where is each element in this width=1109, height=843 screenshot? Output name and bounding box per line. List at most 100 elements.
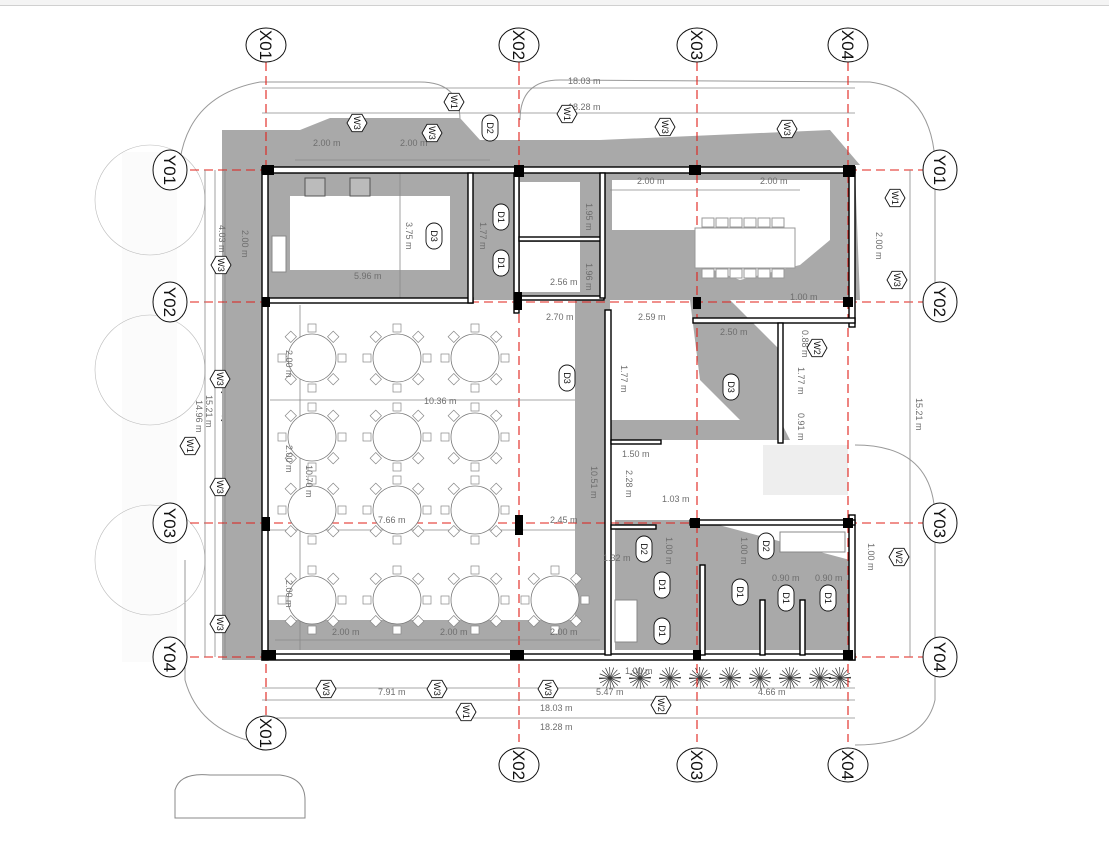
round-table	[440, 565, 510, 635]
kitchen-counter	[290, 196, 450, 270]
grid-bubble-x02-bottom: X02	[498, 747, 540, 783]
tag-label: D1	[657, 579, 667, 591]
dim-label: 1.96 m	[584, 263, 594, 291]
tag-w3: W3	[209, 477, 231, 497]
chair	[470, 323, 480, 333]
dim-label: 1.00 m	[625, 666, 653, 676]
dim-label: 1.00 m	[664, 537, 674, 565]
chair	[369, 572, 382, 585]
tag-d1: D1	[731, 578, 749, 606]
dim-label: 1.03 m	[662, 494, 690, 504]
chair	[422, 595, 432, 605]
chair	[447, 572, 460, 585]
svg-text:Y03: Y03	[930, 508, 949, 538]
tag-d2: D2	[481, 114, 499, 142]
chair	[327, 409, 340, 422]
chair	[743, 217, 757, 228]
tag-label: W1	[890, 191, 900, 205]
dim-label: 14.96 m	[194, 400, 204, 433]
wash-basins	[779, 531, 846, 553]
tag-label: W3	[216, 258, 226, 272]
chair	[490, 373, 503, 386]
tag-label: D2	[761, 540, 771, 552]
dim-label: 10.51 m	[589, 466, 599, 499]
round-table	[362, 475, 432, 545]
grid-bubble-y04-right: Y04	[922, 636, 958, 678]
svg-text:Y04: Y04	[160, 642, 179, 672]
svg-text:X04: X04	[838, 750, 857, 780]
tag-w3: W3	[210, 255, 232, 275]
kitchen-sink	[271, 235, 287, 273]
chair	[490, 615, 503, 628]
svg-text:X03: X03	[687, 30, 706, 60]
chair	[369, 452, 382, 465]
dim-label: 2.00 m	[284, 580, 294, 608]
wash-basins	[614, 599, 638, 643]
dim-label: 2.00 m	[400, 138, 428, 148]
chair	[440, 505, 450, 515]
chair	[362, 505, 372, 515]
boundary-curve	[854, 444, 936, 746]
tag-w3: W3	[537, 679, 559, 699]
dimension-labels: 18.03 m 18.28 m 18.03 m 18.28 m 2.00 m 2…	[194, 76, 924, 732]
chair	[392, 402, 402, 412]
stove-burner	[349, 177, 371, 197]
dim-label: 7.66 m	[378, 515, 406, 525]
chair	[570, 615, 583, 628]
chair	[284, 615, 297, 628]
tag-label: D1	[781, 592, 791, 604]
chair	[392, 475, 402, 485]
chair	[392, 462, 402, 472]
grid-bubble-x02-top: X02	[498, 27, 540, 63]
dim-label: 1.00 m	[790, 292, 818, 302]
svg-text:X02: X02	[509, 750, 528, 780]
tag-label: W3	[352, 116, 362, 130]
chair	[369, 330, 382, 343]
svg-text:X01: X01	[256, 718, 275, 748]
chair	[392, 625, 402, 635]
tag-label: D1	[823, 592, 833, 604]
tag-w1: W1	[443, 92, 465, 112]
chair	[701, 217, 715, 228]
wall-lobby	[777, 322, 784, 444]
svg-text:X04: X04	[838, 30, 857, 60]
tag-label: D1	[735, 586, 745, 598]
dim-label: 1.95 m	[584, 203, 594, 231]
chair	[743, 268, 757, 279]
chair	[277, 595, 287, 605]
staircase	[763, 445, 848, 495]
grid-bubble-x04-bottom: X04	[827, 747, 869, 783]
chair	[580, 595, 590, 605]
tag-w2: W2	[888, 547, 910, 567]
tag-d2: D2	[635, 535, 653, 563]
grid-bubble-y02-right: Y02	[922, 281, 958, 323]
dim-label: 1.00 m	[739, 537, 749, 565]
tag-label: W2	[894, 550, 904, 564]
boundary-curve	[519, 79, 936, 320]
dim-label: 2.00 m	[550, 627, 578, 637]
wall-wc-2	[699, 564, 706, 656]
dim-label: 2.00 m	[284, 445, 294, 473]
chair	[369, 615, 382, 628]
wall-store-east	[599, 172, 606, 299]
tag-w3: W3	[426, 679, 448, 699]
chair	[362, 432, 372, 442]
tag-w2: W2	[806, 338, 828, 358]
tag-w1: W1	[455, 702, 477, 722]
chair	[392, 535, 402, 545]
chair	[412, 409, 425, 422]
tag-w3: W3	[315, 679, 337, 699]
tag-label: D3	[429, 230, 439, 242]
tag-label: W3	[432, 682, 442, 696]
round-table	[277, 323, 347, 393]
chair	[369, 482, 382, 495]
chair	[470, 462, 480, 472]
tag-d1: D1	[653, 571, 671, 599]
wall-store-mid	[518, 236, 605, 242]
chair	[447, 615, 460, 628]
chair	[284, 572, 297, 585]
chair	[327, 572, 340, 585]
chair	[500, 595, 510, 605]
tag-w3: W3	[209, 614, 231, 634]
chair	[715, 217, 729, 228]
